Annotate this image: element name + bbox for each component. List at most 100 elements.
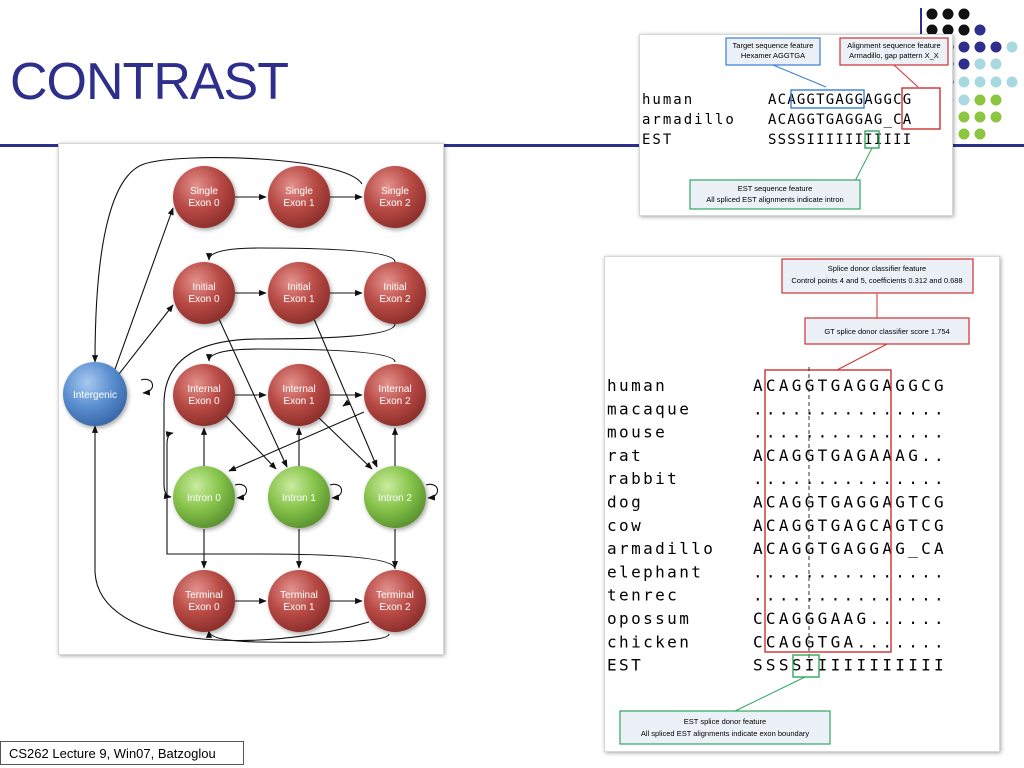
state-initial-exon-0	[173, 262, 235, 324]
state-label: Exon 1	[283, 294, 315, 305]
state-single-exon-2	[364, 166, 426, 228]
state-label: Initial	[287, 282, 310, 293]
sequence-label: elephant	[607, 562, 703, 581]
sequence-row: ...............	[753, 469, 947, 488]
dot-row-black	[926, 8, 986, 36]
state-intron-1	[268, 466, 330, 528]
state-label: Exon 1	[283, 198, 315, 209]
sequence-label: mouse	[607, 423, 667, 442]
slide-title: CONTRAST	[10, 53, 289, 111]
splice-classifier-callout	[781, 258, 974, 294]
est-boundary-box	[792, 654, 820, 678]
sequence-row: CCAGGTGA.......	[753, 632, 947, 651]
state-label: Internal	[187, 384, 220, 395]
state-terminal-exon-1	[268, 570, 330, 632]
callout-text: Splice donor classifier feature	[828, 264, 926, 273]
state-label: Internal	[282, 384, 315, 395]
state-label: Exon 0	[188, 198, 220, 209]
target-hexamer-box	[790, 89, 865, 109]
callout-text: Target sequence feature	[733, 41, 814, 50]
state-label: Single	[285, 186, 313, 197]
state-label: Terminal	[280, 590, 318, 601]
callout-text: EST sequence feature	[738, 184, 813, 193]
sequence-row: SSSSIIIIIIIIIII	[753, 656, 947, 675]
gap-pattern-box	[901, 87, 941, 130]
sequence-label: chicken	[607, 632, 691, 651]
state-label: Exon 2	[379, 198, 411, 209]
sequence-label: human	[607, 376, 667, 395]
sequence-row: ACAGGTGAGGAGGCG	[753, 376, 947, 395]
callout-text: EST splice donor feature	[684, 717, 766, 726]
state-initial-exon-1	[268, 262, 330, 324]
state-label: Initial	[192, 282, 215, 293]
sequence-row: CCAGGGAAG......	[753, 609, 947, 628]
splice-window-box	[764, 369, 892, 653]
state-label: Internal	[378, 384, 411, 395]
sequence-row: ACAGGTGAGGAG_CA	[768, 112, 912, 128]
sequence-row: ACAGGTGAGGAGTCG	[753, 493, 947, 512]
sequence-row: ACAGGTGAGGAGGCG	[768, 92, 912, 108]
sequence-row: ...............	[753, 423, 947, 442]
sequence-row: ...............	[753, 586, 947, 605]
sequence-label: human	[642, 92, 694, 108]
state-single-exon-0	[173, 166, 235, 228]
state-internal-exon-1	[268, 364, 330, 426]
state-label: Exon 0	[188, 294, 220, 305]
state-label: Single	[381, 186, 409, 197]
state-label: Exon 2	[379, 602, 411, 613]
sequence-row: ACAGGTGAGCAGTCG	[753, 516, 947, 535]
sequence-label: EST	[642, 132, 673, 148]
state-label: Exon 2	[379, 294, 411, 305]
state-single-exon-1	[268, 166, 330, 228]
state-intron-2	[364, 466, 426, 528]
sequence-label: rat	[607, 446, 643, 465]
callout-text: Control points 4 and 5, coefficients 0.3…	[791, 276, 962, 285]
slide-footer: CS262 Lecture 9, Win07, Batzoglou	[0, 741, 244, 765]
est-feature-callout	[689, 179, 861, 210]
state-label: Single	[190, 186, 218, 197]
state-intron-0	[173, 466, 235, 528]
state-label: Exon 0	[188, 602, 220, 613]
sequence-label: armadillo	[607, 539, 715, 558]
state-intergenic	[63, 362, 127, 426]
title-rule	[0, 144, 1024, 147]
gene-hmm-diagram: Single Exon 0 Single Exon 1 Single Exon …	[58, 143, 444, 655]
state-label: Intergenic	[73, 390, 117, 401]
sequence-row: ACAGGTGAGGAG_CA	[753, 539, 947, 558]
sequence-label: macaque	[607, 399, 691, 418]
sequence-label: tenrec	[607, 586, 679, 605]
callout-text: Armadillo, gap pattern X_X	[849, 51, 939, 60]
sequence-label: rabbit	[607, 469, 679, 488]
state-label: Initial	[383, 282, 406, 293]
splice-donor-alignment-panel: Splice donor classifier feature Control …	[604, 256, 1000, 752]
sequence-label: armadillo	[642, 112, 736, 128]
state-label: Exon 1	[283, 396, 315, 407]
sequence-row: ...............	[753, 562, 947, 581]
state-internal-exon-0	[173, 364, 235, 426]
state-internal-exon-2	[364, 364, 426, 426]
state-label: Intron 0	[187, 493, 221, 504]
state-terminal-exon-0	[173, 570, 235, 632]
callout-text: All spliced EST alignments indicate intr…	[706, 195, 843, 204]
gt-score-callout	[804, 317, 970, 345]
feature-alignment-panel: Target sequence feature Hexamer AGGTGA A…	[639, 34, 953, 216]
dot-row-blue	[942, 41, 1018, 70]
state-terminal-exon-2	[364, 570, 426, 632]
state-label: Intron 2	[378, 493, 412, 504]
dot-row-green	[958, 111, 1002, 140]
sequence-label: EST	[607, 656, 643, 675]
sequence-row: ...............	[753, 399, 947, 418]
callout-text: Alignment sequence feature	[847, 41, 940, 50]
state-label: Terminal	[185, 590, 223, 601]
sequence-label: dog	[607, 493, 643, 512]
dot-row-teal	[942, 76, 1018, 106]
callout-text: GT splice donor classifier score 1.754	[824, 327, 949, 336]
state-label: Terminal	[376, 590, 414, 601]
state-initial-exon-2	[364, 262, 426, 324]
callout-text: Hexamer AGGTGA	[741, 51, 805, 60]
state-label: Exon 0	[188, 396, 220, 407]
est-donor-callout	[619, 710, 831, 745]
sequence-label: cow	[607, 516, 643, 535]
sequence-row: SSSSIIIIIIIIIII	[768, 132, 912, 148]
state-label: Exon 2	[379, 396, 411, 407]
